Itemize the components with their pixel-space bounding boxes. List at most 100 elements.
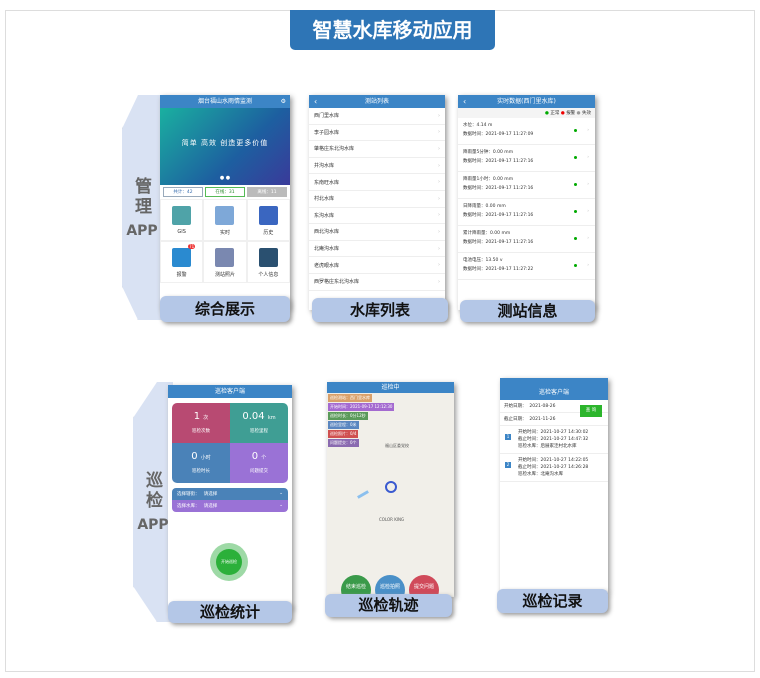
field-value: 2021-08-26 bbox=[529, 404, 556, 409]
list-item[interactable]: 村北水库› bbox=[309, 191, 445, 208]
menu-gis[interactable]: GIS bbox=[160, 199, 204, 241]
list-item[interactable]: 西罗格庄东北沟水库 › bbox=[309, 274, 445, 291]
house-photo-icon bbox=[215, 248, 235, 267]
caption-station: 测站信息 bbox=[460, 300, 595, 322]
alarm-icon: 71 bbox=[172, 244, 196, 267]
list-item[interactable]: 老虎眼水库› bbox=[309, 257, 445, 274]
list-item[interactable]: 井沟水库› bbox=[309, 158, 445, 175]
chevron-right-icon: › bbox=[438, 162, 440, 169]
stat-value: 0 个 bbox=[230, 451, 288, 462]
submit-issue-button[interactable]: 提交问题 bbox=[409, 575, 439, 597]
query-button[interactable]: 查 询 bbox=[580, 405, 602, 417]
reservoir-name: 东南旺水库 bbox=[314, 179, 340, 186]
chevron-right-icon: › bbox=[438, 145, 440, 152]
record-end: 截止时间：2021-10-27 14:47:32 bbox=[518, 437, 589, 442]
stat-label: 问题提交 bbox=[250, 469, 268, 474]
stat-offline[interactable]: 离线：11 bbox=[247, 187, 287, 197]
chevron-right-icon: › bbox=[587, 155, 589, 160]
menu-profile[interactable]: 个人信息 bbox=[246, 241, 290, 283]
list-item[interactable]: 东南旺水库› bbox=[309, 174, 445, 191]
start-date-field[interactable]: 开始日期： 2021-08-26 bbox=[500, 400, 608, 413]
list-item[interactable]: 李子园水库› bbox=[309, 125, 445, 142]
stat-unit: km bbox=[267, 415, 276, 421]
caption-overview: 综合展示 bbox=[160, 296, 290, 322]
stat-number: 0 bbox=[251, 451, 259, 462]
chevron-right-icon: › bbox=[587, 182, 589, 187]
chevron-right-icon: › bbox=[587, 263, 589, 268]
chevron-right-icon: › bbox=[438, 278, 440, 285]
field-label: 开始日期： bbox=[504, 404, 527, 409]
select-value: 请选择 bbox=[203, 492, 218, 497]
stat-online[interactable]: 在线：31 bbox=[205, 187, 245, 197]
record-number: 2 bbox=[505, 462, 511, 468]
banner[interactable]: 简单 高效 创造更多价值● ● bbox=[160, 108, 290, 185]
stat-unit: 次 bbox=[203, 415, 209, 421]
start-patrol-button[interactable]: 开始巡检 bbox=[210, 543, 248, 581]
stat-value: 0.04 km bbox=[230, 411, 288, 422]
header: 巡检客户端 bbox=[500, 378, 608, 400]
data-time: 数据时间：2021-09-17 11:27:09 bbox=[463, 132, 534, 137]
district-select[interactable]: 选择辖街： 请选择⌄ bbox=[172, 488, 288, 500]
chevron-right-icon: › bbox=[587, 236, 589, 241]
data-time: 数据时间：2021-09-17 11:27:16 bbox=[463, 213, 534, 218]
reservoir-name: 西罗格庄东北沟水库 bbox=[314, 279, 360, 286]
page-title: 智慧水库移动应用 bbox=[290, 10, 495, 50]
end-date-field[interactable]: 截止日期： 2021-11-26 bbox=[500, 413, 608, 426]
menu-realtime[interactable]: 实时 bbox=[203, 199, 247, 241]
data-time: 数据时间：2021-09-17 11:27:16 bbox=[463, 240, 534, 245]
stat-number: 0.04 bbox=[242, 411, 265, 422]
status-legend: ● 正常 ● 报警 ● 失效 bbox=[458, 108, 595, 118]
status-dot bbox=[574, 156, 577, 159]
status-dot bbox=[574, 183, 577, 186]
reservoir-select[interactable]: 选择水库： 请选择⌄ bbox=[172, 500, 288, 512]
menu-label: 报警 bbox=[176, 272, 187, 278]
list-item[interactable]: 北庵沟水库› bbox=[309, 241, 445, 258]
back-icon[interactable]: ‹ bbox=[463, 97, 467, 106]
map-label: COLOR KING bbox=[379, 517, 405, 522]
menu-label: 历史 bbox=[263, 230, 274, 236]
header: 巡检客户端 bbox=[168, 385, 292, 398]
list-item[interactable]: 东沟水库› bbox=[309, 208, 445, 225]
carousel-dots[interactable]: ● ● bbox=[219, 175, 231, 181]
river bbox=[357, 490, 369, 499]
menu-history[interactable]: 历史 bbox=[246, 199, 290, 241]
reservoir-list-screen: ‹测站列表 西门里水库›李子园水库›肇格庄东北沟水库›井沟水库›东南旺水库›村北… bbox=[309, 95, 445, 310]
stat-tile: 0 个问题提交 bbox=[230, 443, 288, 483]
chevron-right-icon: › bbox=[438, 262, 440, 269]
legend-alarm: 报警 bbox=[566, 111, 576, 116]
reservoir-name: 西门里水库 bbox=[314, 113, 340, 120]
stat-number: 0 bbox=[191, 451, 198, 462]
menu-label: 实时 bbox=[219, 230, 230, 236]
group-suffix: APP bbox=[126, 222, 158, 239]
info-tag: 巡检测站：西门里水库 bbox=[328, 394, 372, 402]
menu-photos[interactable]: 测站照片 bbox=[203, 241, 247, 283]
stat-value: 1 次 bbox=[172, 411, 230, 422]
back-icon[interactable]: ‹ bbox=[314, 97, 318, 106]
menu-label: 个人信息 bbox=[258, 272, 279, 278]
list-item[interactable]: 西北沟水库› bbox=[309, 224, 445, 241]
stat-label: 巡检里程 bbox=[250, 429, 268, 434]
settings-icon[interactable]: ⚙ bbox=[280, 98, 286, 105]
stat-unit: 个 bbox=[261, 455, 267, 461]
stat-unit: 小时 bbox=[200, 455, 211, 461]
chevron-right-icon: › bbox=[438, 212, 440, 219]
stat-total[interactable]: 共计：42 bbox=[163, 187, 203, 197]
header-title: 巡检客户端 bbox=[538, 389, 569, 396]
menu-alarm[interactable]: 71 报警 bbox=[160, 241, 204, 283]
data-value: 日降雨量：0.00 mm bbox=[463, 204, 506, 209]
end-patrol-button[interactable]: 结束巡检 bbox=[341, 575, 371, 597]
monitor-icon bbox=[215, 206, 235, 225]
list-item[interactable]: 西门里水库› bbox=[309, 108, 445, 125]
stat-tile: 1 次巡检次数 bbox=[172, 403, 230, 443]
take-photo-button[interactable]: 巡检拍照 bbox=[375, 575, 405, 597]
list-item[interactable]: 肇格庄东北沟水库› bbox=[309, 141, 445, 158]
